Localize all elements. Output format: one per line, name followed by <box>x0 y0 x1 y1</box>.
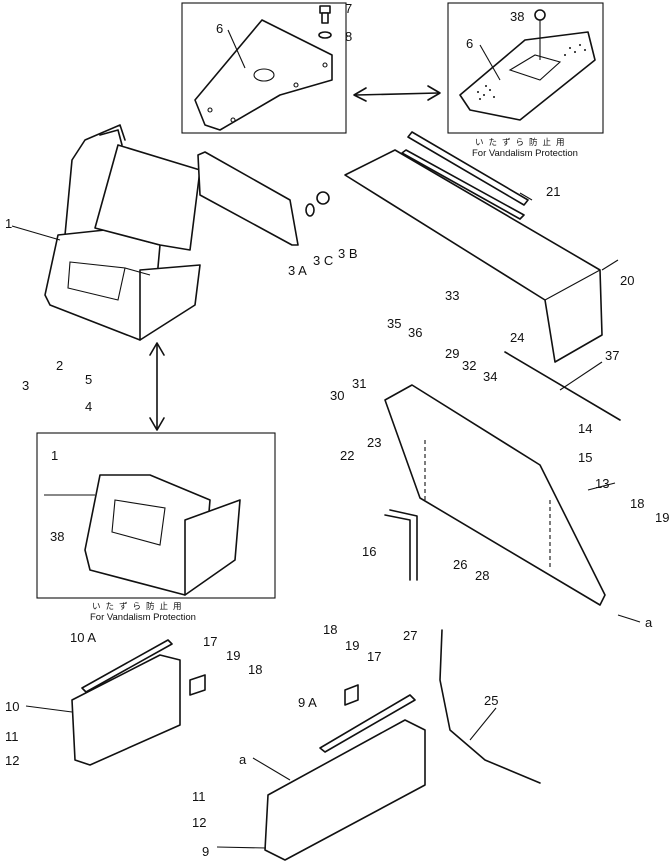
label-1: 1 <box>5 216 12 231</box>
label-28: 28 <box>475 568 489 583</box>
leader-lines <box>11 192 641 849</box>
label-13: 13 <box>595 476 609 491</box>
label-1b: 1 <box>51 448 58 463</box>
label-30: 30 <box>330 388 344 403</box>
bracket-17-right <box>344 684 359 706</box>
control-box-1 <box>44 124 201 341</box>
label-3a: 3 A <box>288 263 307 278</box>
cover-10 <box>71 639 181 766</box>
label-19: 19 <box>226 648 240 663</box>
label-24: 24 <box>510 330 524 345</box>
label-25: 25 <box>484 693 498 708</box>
wrench-16 <box>384 509 418 581</box>
label-31: 31 <box>352 376 366 391</box>
side-plate-3a <box>197 151 299 246</box>
label-5: 5 <box>85 372 92 387</box>
label-23: 23 <box>367 435 381 450</box>
cable-25 <box>439 629 541 784</box>
label-29: 29 <box>445 346 459 361</box>
label-18c: 18 <box>630 496 644 511</box>
label-7: 7 <box>345 1 352 16</box>
label-20: 20 <box>620 273 634 288</box>
caption-en-top: For Vandalism Protection <box>472 148 578 159</box>
label-11: 11 <box>5 729 19 744</box>
label-18: 18 <box>248 662 262 677</box>
label-2: 2 <box>56 358 63 373</box>
label-36: 36 <box>408 325 422 340</box>
label-17: 17 <box>203 634 217 649</box>
label-a2: a <box>645 615 653 630</box>
cover-9 <box>264 694 426 861</box>
label-16: 16 <box>362 544 376 559</box>
label-3: 3 <box>22 378 29 393</box>
double-arrow <box>353 85 441 102</box>
label-10a: 10 A <box>70 630 96 645</box>
label-38: 38 <box>510 9 524 24</box>
label-26: 26 <box>453 557 467 572</box>
label-33: 33 <box>445 288 459 303</box>
label-6b: 6 <box>466 36 473 51</box>
nut-3b <box>316 191 330 205</box>
bracket-17-left <box>189 674 206 696</box>
vertical-double-arrow <box>149 342 165 431</box>
cover-20 <box>344 149 603 363</box>
inset-control-box <box>36 432 276 599</box>
panel-13 <box>384 384 606 606</box>
label-8: 8 <box>345 29 352 44</box>
label-32: 32 <box>462 358 476 373</box>
label-19c: 19 <box>655 510 669 525</box>
label-35: 35 <box>387 316 401 331</box>
label-10: 10 <box>5 699 19 714</box>
label-12: 12 <box>5 753 19 768</box>
label-9a: 9 A <box>298 695 317 710</box>
label-34: 34 <box>483 369 497 384</box>
caption-jp-top: いたずら防止用 <box>475 137 570 148</box>
label-9: 9 <box>202 844 209 859</box>
label-38b: 38 <box>50 529 64 544</box>
label-3c: 3 C <box>313 253 333 268</box>
label-22: 22 <box>340 448 354 463</box>
label-18b: 18 <box>323 622 337 637</box>
inset-vandal-cover <box>447 2 604 134</box>
caption-en-mid: For Vandalism Protection <box>90 612 196 623</box>
label-27: 27 <box>403 628 417 643</box>
label-4: 4 <box>85 399 92 414</box>
seal-strip-21 <box>401 131 529 220</box>
label-19b: 19 <box>345 638 359 653</box>
bolt-7 <box>319 5 331 24</box>
caption-jp-mid: いたずら防止用 <box>92 601 187 612</box>
label-11b: 11 <box>192 789 206 804</box>
label-3b: 3 B <box>338 246 358 261</box>
washer-3c <box>305 203 315 217</box>
label-12b: 12 <box>192 815 206 830</box>
label-15: 15 <box>578 450 592 465</box>
inset-cover-plate <box>181 2 347 134</box>
label-37: 37 <box>605 348 619 363</box>
label-a1: a <box>239 752 247 767</box>
label-21: 21 <box>546 184 560 199</box>
label-6: 6 <box>216 21 223 36</box>
rod-37 <box>504 351 621 421</box>
callout-labels: 1 1 2 3 3 A 3 B 3 C 4 5 6 6 7 8 9 9 A 10… <box>5 1 669 859</box>
captions: いたずら防止用 For Vandalism Protection いたずら防止用… <box>90 137 578 623</box>
label-17b: 17 <box>367 649 381 664</box>
washer-8 <box>318 31 332 39</box>
label-14: 14 <box>578 421 592 436</box>
